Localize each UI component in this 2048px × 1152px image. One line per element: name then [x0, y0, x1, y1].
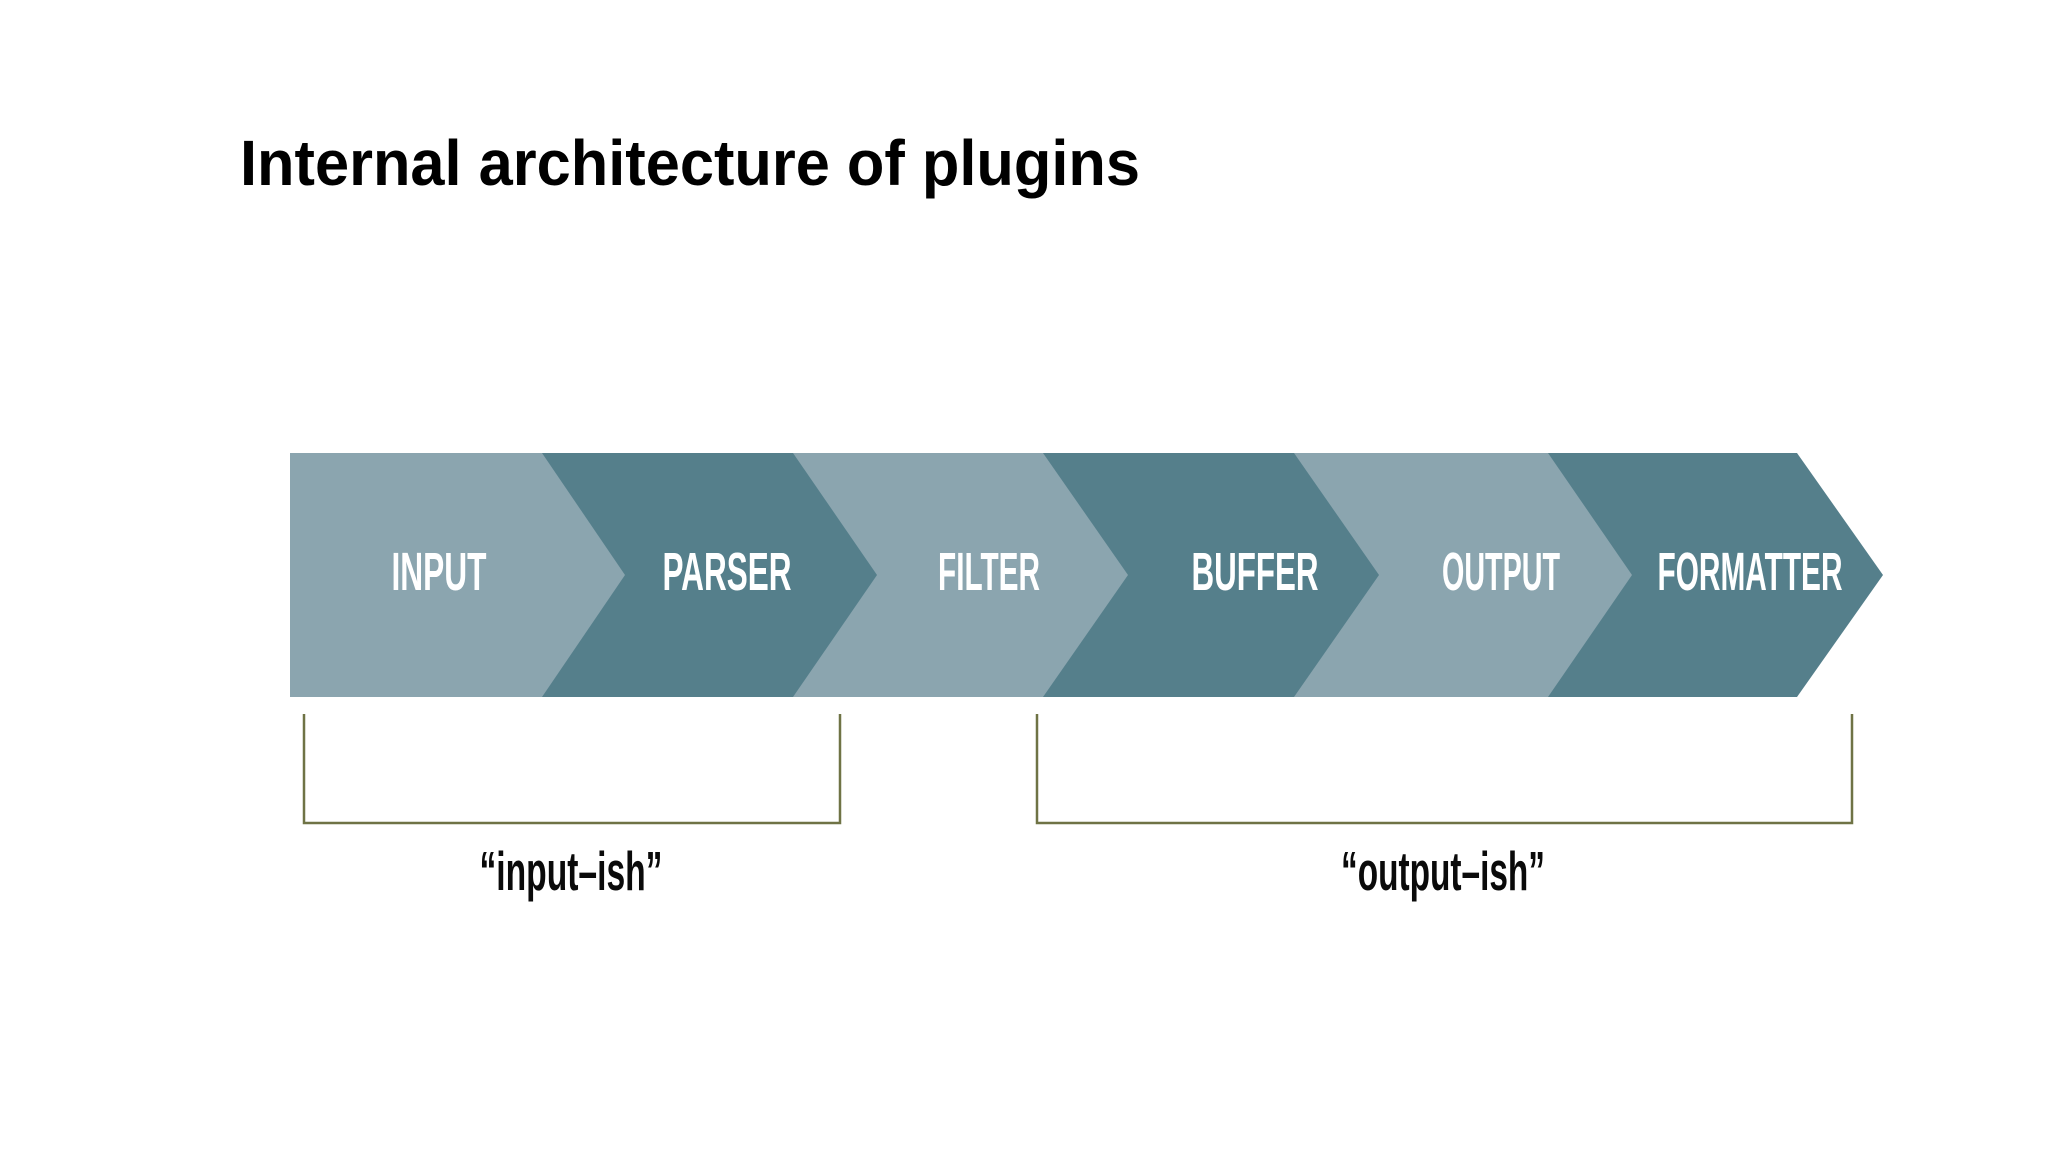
stage-label-output: OUTPUT [1442, 542, 1560, 602]
stage-arrow-input [290, 453, 625, 697]
stage-label-formatter: FORMATTER [1658, 542, 1843, 602]
input-ish-bracket [302, 714, 842, 825]
stage-arrow-parser [542, 453, 877, 697]
page-title: Internal architecture of plugins [240, 127, 1140, 199]
input-ish-label: “input–ish” [480, 840, 663, 902]
stage-arrow-output [1294, 453, 1632, 697]
stage-label-filter: FILTER [938, 542, 1040, 602]
stage-arrow-formatter [1548, 453, 1883, 697]
stage-label-parser: PARSER [663, 542, 792, 602]
output-ish-bracket [1035, 714, 1854, 825]
stage-label-input: INPUT [392, 542, 487, 602]
chevron-flow: INPUT PARSER FILTER BUFFER OUTPUT FORMATTER [290, 453, 1883, 697]
stage-arrow-buffer [1043, 453, 1379, 697]
stage-arrow-filter [793, 453, 1128, 697]
stage-label-buffer: BUFFER [1192, 542, 1319, 602]
output-ish-label: “output–ish” [1341, 840, 1545, 902]
